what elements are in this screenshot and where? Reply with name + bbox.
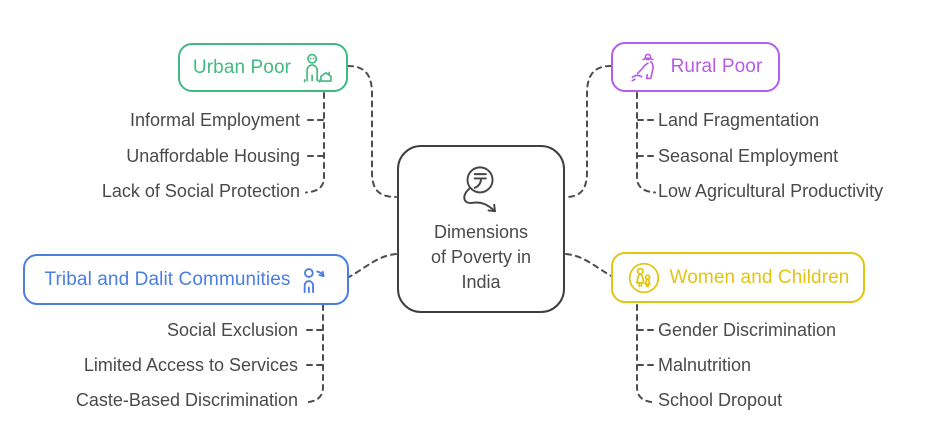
item-school-dropout[interactable]: School Dropout (658, 390, 783, 410)
item-limited-access-to-services[interactable]: Limited Access to Services (83, 355, 298, 375)
center-node-dimensions-of-poverty[interactable]: Dimensions of Poverty in India (397, 145, 565, 313)
branch-node-label: Tribal and Dalit Communities (44, 268, 291, 290)
branch-node-rural-poor[interactable]: Rural Poor (611, 42, 780, 92)
center-node-label: Dimensions of Poverty in India (430, 221, 532, 292)
item-social-exclusion[interactable]: Social Exclusion (166, 320, 298, 340)
connector-rural-center (565, 65, 612, 198)
item-unaffordable-housing[interactable]: Unaffordable Housing (126, 146, 300, 166)
item-seasonal-employment[interactable]: Seasonal Employment (658, 146, 839, 166)
branch-node-label: Rural Poor (670, 56, 763, 77)
women-children-icon (628, 262, 659, 293)
rural-poor-icon (631, 53, 654, 82)
item-malnutrition[interactable]: Malnutrition (658, 355, 752, 375)
branch-node-women-and-children[interactable]: Women and Children (611, 252, 865, 303)
urban-poor-icon (303, 53, 332, 83)
branch-node-urban-poor[interactable]: Urban Poor (178, 43, 348, 92)
branch-node-tribal-dalit-communities[interactable]: Tribal and Dalit Communities (23, 254, 349, 305)
branch-node-label: Women and Children (669, 266, 850, 288)
item-low-agricultural-productivity[interactable]: Low Agricultural Productivity (658, 181, 884, 201)
tribal-communities-icon (303, 267, 325, 293)
connector-women-center (565, 253, 614, 278)
rupee-decline-icon (463, 165, 496, 212)
item-lack-of-social-protection[interactable]: Lack of Social Protection (101, 181, 300, 201)
connector-tribal-center (348, 253, 397, 278)
branch-node-label: Urban Poor (192, 56, 292, 78)
item-informal-employment[interactable]: Informal Employment (129, 110, 300, 130)
item-caste-based-discrimination[interactable]: Caste-Based Discrimination (75, 390, 298, 410)
connector-urban-center (347, 65, 397, 198)
item-gender-discrimination[interactable]: Gender Discrimination (658, 320, 837, 340)
item-land-fragmentation[interactable]: Land Fragmentation (658, 110, 820, 130)
